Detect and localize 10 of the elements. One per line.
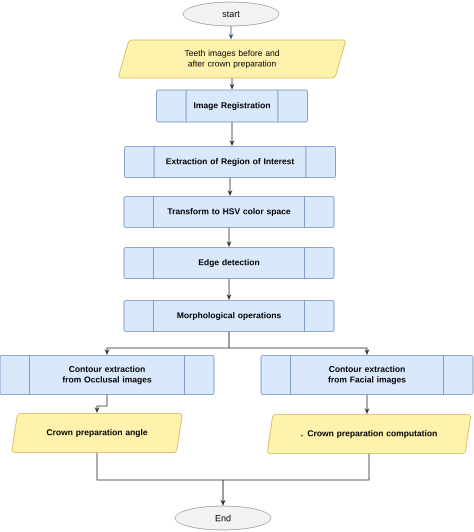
input-output-parallelogram: Teeth images before and after crown preparation: [118, 40, 346, 78]
process-box: Morphological operations: [124, 300, 334, 332]
process-box: Edge detection: [124, 246, 334, 280]
process-box: Image Registration: [156, 89, 308, 123]
process-box: Contour extraction from Facial images: [260, 354, 474, 396]
input-output-parallelogram: . Crown preparation computation: [267, 414, 471, 454]
process-box: Extraction of Region of Interest: [124, 146, 336, 178]
process-box: Contour extraction from Occlusal images: [0, 354, 214, 396]
input-output-parallelogram: Crown preparation angle: [12, 413, 182, 453]
process-box: Transform to HSV color space: [124, 196, 334, 228]
